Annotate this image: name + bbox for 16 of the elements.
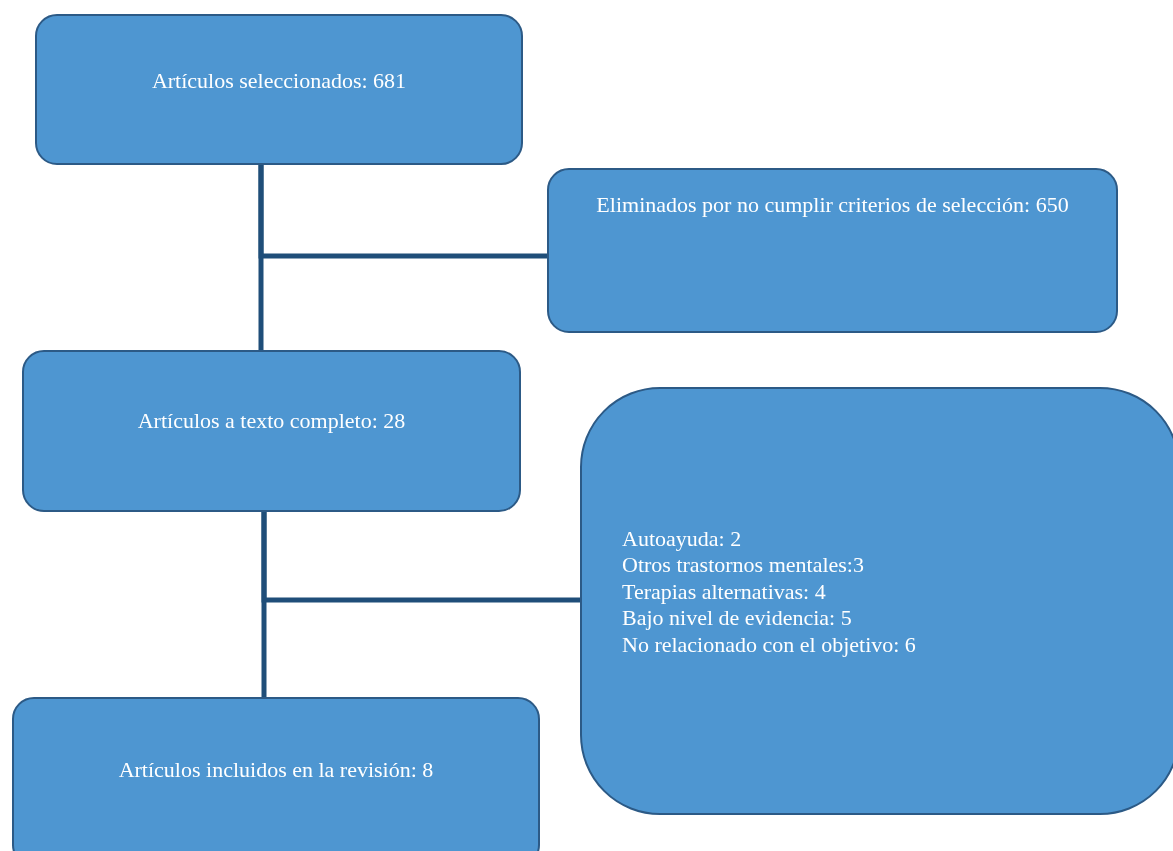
box-text: Artículos incluidos en la revisión: 8 [117,757,435,784]
box-text: Bajo nivel de evidencia: 5 [622,605,853,632]
box-text: Terapias alternativas: 4 [622,578,827,606]
box-text: Artículos a texto completo: 28 [136,408,407,435]
connector-line [261,512,580,603]
box-text: Artículos seleccionados: 681 [150,68,408,95]
process-box [547,168,1118,333]
process-box [580,387,1173,815]
box-text: Eliminados por no cumplir criterios de selección: 650 [595,192,1070,219]
process-box [12,697,540,851]
box-text: Autoayuda: 2 [622,526,743,553]
box-text: Otros trastornos mentales:3 [622,552,865,579]
box-text: No relacionado con el objetivo: 6 [622,631,917,658]
process-box [35,14,523,165]
process-box [22,350,521,512]
connector-line [258,165,547,259]
